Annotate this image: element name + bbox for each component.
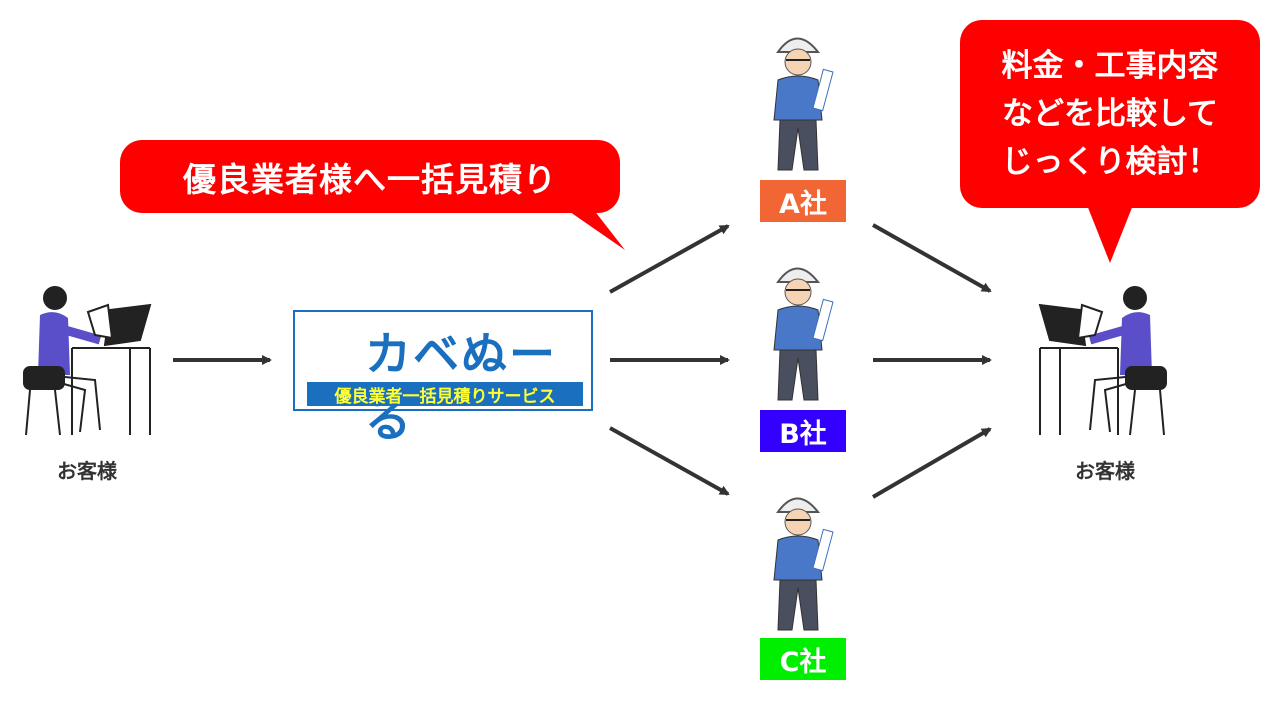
logo-subtitle: 優良業者一括見積りサービス <box>307 382 583 407</box>
worker-c-illustration <box>773 497 835 631</box>
company-a-label: A社 <box>760 180 846 222</box>
arrow-service-to-a <box>609 224 730 294</box>
customer-right-illustration <box>1038 286 1167 436</box>
arrow-a-to-customer <box>872 223 992 293</box>
callout-bulk-quote-text: 優良業者様へ一括見積り <box>183 159 557 199</box>
kabenuru-logo: カベぬーる 優良業者一括見積りサービス <box>293 310 593 447</box>
callout-compare-line: じっくり検討！ <box>1001 144 1219 180</box>
arrow-service-to-c <box>609 426 730 496</box>
callout-left-tail <box>560 205 625 250</box>
callout-bulk-quote: 優良業者様へ一括見積り <box>120 140 620 213</box>
worker-b-illustration <box>773 267 835 401</box>
callout-right-tail <box>1085 200 1135 263</box>
customer-left-label: お客様 <box>57 459 117 483</box>
customer-right-label: お客様 <box>1075 459 1135 483</box>
worker-a-illustration <box>773 37 834 171</box>
callout-compare-line: 料金・工事内容 <box>1001 48 1219 84</box>
customer-left-illustration <box>23 286 152 436</box>
callout-compare: 料金・工事内容 などを比較して じっくり検討！ <box>960 20 1260 208</box>
company-b-label: B社 <box>760 410 846 452</box>
callout-compare-line: などを比較して <box>1001 96 1219 132</box>
logo-title: カベぬーる <box>365 327 557 447</box>
company-c-label: C社 <box>760 638 846 680</box>
arrow-c-to-customer <box>871 427 992 499</box>
